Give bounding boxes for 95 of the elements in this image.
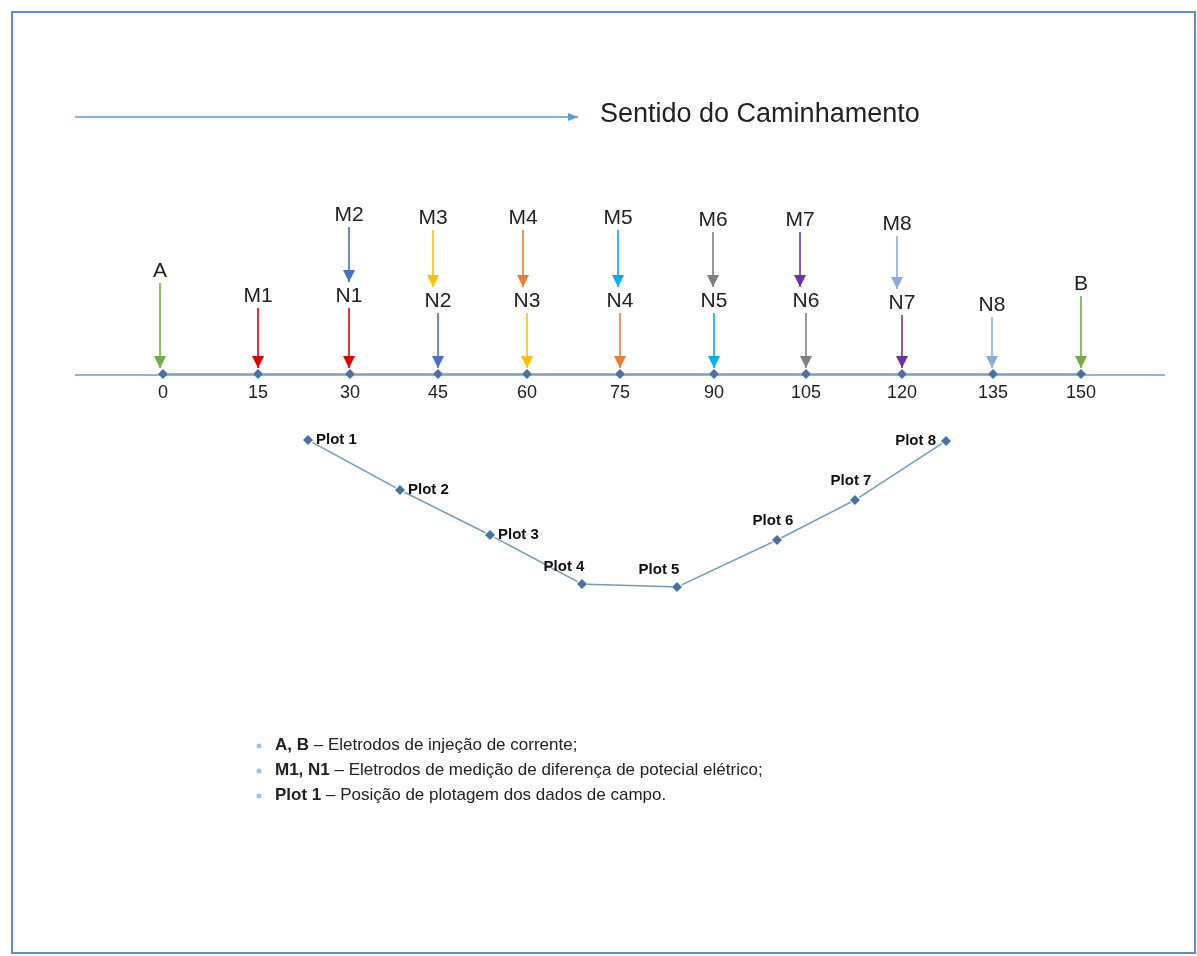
station-marker xyxy=(615,369,625,379)
connector-line xyxy=(442,373,523,375)
connector-line xyxy=(403,491,487,534)
electrode-label: B xyxy=(1074,271,1088,295)
arrow xyxy=(612,229,624,288)
connector-line xyxy=(718,373,802,375)
arrow xyxy=(1075,295,1087,369)
arrow xyxy=(154,282,166,369)
electrode-label: N8 xyxy=(978,292,1006,316)
plot-label: Plot 1 xyxy=(316,430,357,447)
connector-line xyxy=(810,373,898,375)
station-marker xyxy=(522,369,532,379)
plot-label: Plot 2 xyxy=(408,480,449,497)
electrode-label: M1 xyxy=(243,283,273,307)
tick-label: 30 xyxy=(340,382,360,403)
plot-point-marker xyxy=(850,495,860,505)
tick-label: 45 xyxy=(428,382,448,403)
electrode-label: N1 xyxy=(335,283,363,307)
connector-line xyxy=(624,373,710,375)
plot-point-marker xyxy=(772,535,782,545)
arrow xyxy=(517,229,529,288)
connector-line xyxy=(262,373,346,375)
tick-label: 75 xyxy=(610,382,630,403)
electrode-label: M4 xyxy=(508,205,538,229)
tick-label: 15 xyxy=(248,382,268,403)
station-marker xyxy=(1076,369,1086,379)
connector-line xyxy=(997,373,1077,375)
plot-label: Plot 5 xyxy=(638,560,680,577)
legend-note: M1, N1 – Eletrodos de medição de diferença de potecial elétrico; xyxy=(275,760,763,780)
tick-label: 135 xyxy=(978,382,1008,403)
tick-label: 105 xyxy=(791,382,821,403)
plot-label: Plot 3 xyxy=(498,525,539,542)
tick-label: 60 xyxy=(517,382,537,403)
connector-line xyxy=(586,583,673,588)
connector-line xyxy=(780,501,852,539)
electrode-label: N3 xyxy=(513,288,541,312)
plot-label: Plot 7 xyxy=(830,471,872,488)
station-marker xyxy=(345,369,355,379)
arrow xyxy=(707,231,719,288)
station-marker xyxy=(709,369,719,379)
plot-label: Plot 6 xyxy=(752,511,794,528)
electrode-label: M3 xyxy=(418,205,448,229)
electrode-label: A xyxy=(153,258,167,282)
arrow xyxy=(891,235,903,290)
connector-line xyxy=(680,541,774,586)
electrode-label: N4 xyxy=(606,288,634,312)
legend-note: Plot 1 – Posição de plotagem dos dados de campo. xyxy=(275,785,667,805)
plot-point-marker xyxy=(485,530,495,540)
arrow xyxy=(432,312,444,369)
station-marker xyxy=(897,369,907,379)
connector-line xyxy=(531,373,616,375)
connector-line xyxy=(311,441,397,489)
connector-line xyxy=(493,536,579,583)
plot-point-marker xyxy=(577,579,587,589)
tick-label: 150 xyxy=(1066,382,1096,403)
arrow xyxy=(343,226,355,283)
electrode-label: M5 xyxy=(603,205,633,229)
legend-note: A, B – Eletrodos de injeção de corrente; xyxy=(275,735,578,755)
electrode-label: N5 xyxy=(700,288,728,312)
connector-line xyxy=(354,373,434,375)
plot-label: Plot 8 xyxy=(895,431,936,448)
electrode-label: M2 xyxy=(334,202,364,226)
arrow xyxy=(986,316,998,369)
station-marker xyxy=(158,369,168,379)
connector-line xyxy=(906,373,989,375)
arrow xyxy=(521,312,533,369)
station-marker xyxy=(801,369,811,379)
arrow xyxy=(343,307,355,369)
electrode-label: N2 xyxy=(424,288,452,312)
electrode-label: M8 xyxy=(882,211,912,235)
arrow xyxy=(800,312,812,369)
plot-point-marker xyxy=(303,435,313,445)
electrode-label: N7 xyxy=(888,290,916,314)
tick-label: 0 xyxy=(158,382,168,403)
arrow xyxy=(614,312,626,369)
arrow xyxy=(708,312,720,369)
plot-point-marker xyxy=(395,485,405,495)
station-marker xyxy=(433,369,443,379)
tick-label: 120 xyxy=(887,382,917,403)
electrode-label: M6 xyxy=(698,207,728,231)
arrow xyxy=(427,229,439,288)
arrow xyxy=(794,231,806,288)
plot-point-marker xyxy=(941,436,951,446)
plot-label: Plot 4 xyxy=(543,557,585,574)
electrode-label: N6 xyxy=(792,288,820,312)
tick-label: 90 xyxy=(704,382,724,403)
electrode-label: M7 xyxy=(785,207,815,231)
connector-line xyxy=(858,442,943,499)
direction-label: Sentido do Caminhamento xyxy=(600,98,920,129)
station-marker xyxy=(253,369,263,379)
arrow xyxy=(252,307,264,369)
station-marker xyxy=(988,369,998,379)
plot-point-marker xyxy=(672,582,682,592)
arrow xyxy=(896,314,908,369)
connector-line xyxy=(167,373,254,375)
